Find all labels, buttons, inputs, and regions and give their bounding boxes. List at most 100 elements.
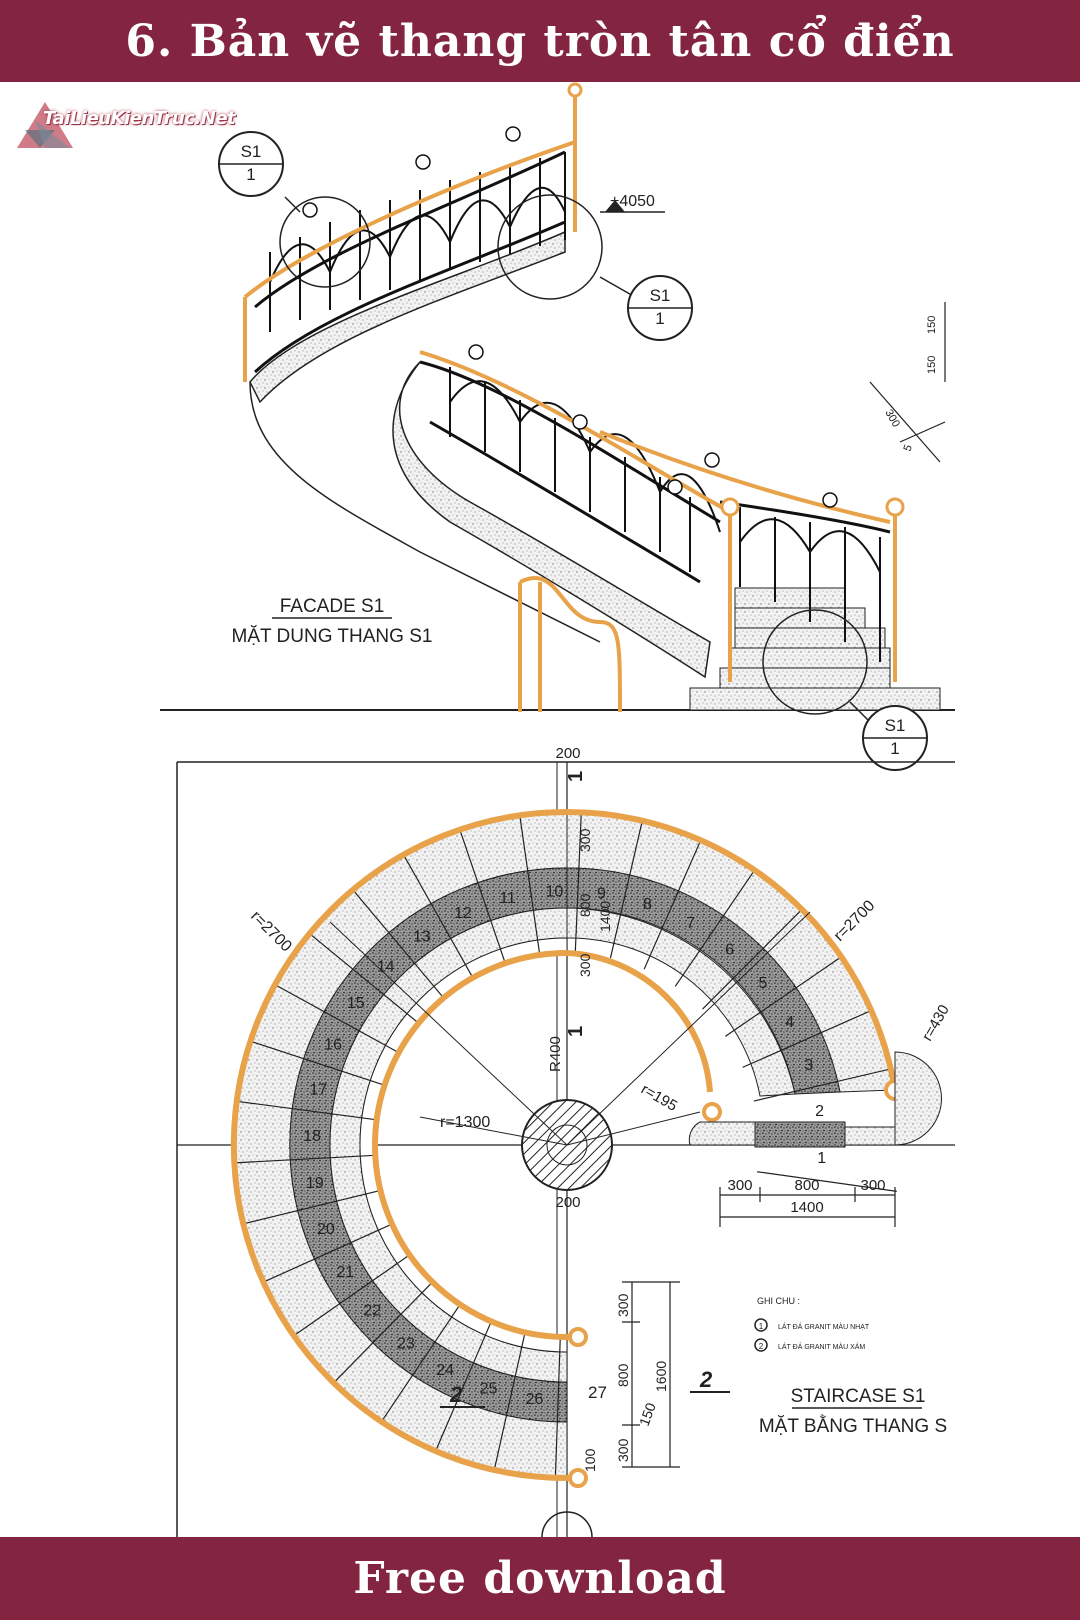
plan-vdim-1: 300 [577,828,593,852]
plan-subtitle: MẶT BẰNG THANG S [759,1415,947,1437]
plan-right-dims [622,1281,680,1468]
step-line [309,933,419,1024]
header-banner: 6. Bản vẽ thang tròn tân cổ điển [0,0,1080,82]
step-number: 3 [804,1057,813,1074]
step-number: 15 [347,995,365,1012]
step-number: 14 [377,959,395,976]
facade-dim-4: 5 [902,443,915,453]
facade-title: FACADE S1 [280,596,385,617]
legend-mark-2: 2 [759,1342,764,1351]
plan-title: STAIRCASE S1 [791,1386,926,1407]
plan-hdim-total: 1400 [790,1199,823,1216]
step-line [742,1009,872,1068]
facade-steps [689,587,941,711]
step-line [236,1100,377,1121]
plan-rdim-total: 1600 [653,1361,669,1392]
step-number: 24 [436,1362,454,1379]
step-number: 17 [309,1081,327,1098]
step-number: 1 [817,1150,826,1167]
step-number: 12 [454,905,472,922]
upper-stringer [249,230,566,404]
step-number: 13 [413,928,431,945]
step-number: 26 [526,1391,544,1408]
step-line [274,984,399,1054]
elevation-text: +4050 [610,193,655,210]
section-mark-center: 1 [565,1026,587,1037]
step-number: 21 [336,1264,354,1281]
step-line [403,854,474,978]
section-mark-left: 2 [449,1382,463,1407]
lower-stringer [392,361,711,679]
step-line [333,1281,433,1384]
step-line [293,1254,410,1337]
step-number: 6 [725,942,734,959]
step-line [753,1068,892,1102]
callout-s1-a: S1 1 [218,131,284,197]
step-number: 9 [597,885,606,902]
step-numbers: 1234567891011121314151617181920212223242… [303,883,826,1408]
callout-s1-c: S1 1 [862,705,928,771]
step-line [250,1040,385,1086]
radius-outer-left: r=2700 [247,908,295,956]
step-number: 23 [397,1336,415,1353]
section-mark-right: 2 [699,1367,713,1392]
step-line [674,869,756,987]
callout-s1-a-top: S1 [241,142,262,161]
legend-text-1: LÁT ĐÁ GRANIT MÀU NHẠT [778,1322,870,1331]
callout-s1-c-bottom: 1 [890,739,899,758]
facade-dim-2: 150 [926,356,938,374]
radius-outer-right: r=2700 [831,897,879,945]
plan-dim-top: 200 [555,745,580,762]
step-number: 4 [785,1014,794,1031]
plan-rdim-1: 300 [615,1293,631,1317]
callout-s1-a-bottom: 1 [246,165,255,184]
step-line [724,956,842,1037]
step-number: 8 [643,896,652,913]
watermark-text: TaiLieuKienTruc.Net [43,108,236,129]
upper-balusters [253,150,566,374]
plan-rdim-3: 300 [615,1438,631,1462]
step-number: 10 [545,883,563,900]
step-number: 18 [303,1128,321,1145]
radius-inner: r=1300 [440,1114,490,1131]
step-line [643,839,702,970]
step-number: 20 [317,1221,335,1238]
step-line [757,1171,897,1192]
plan-bottom-dims [719,1187,896,1227]
step-number: 5 [759,975,768,992]
legend-text-2: LÁT ĐÁ GRANIT MÀU XÁM [778,1342,865,1351]
step-line [234,1154,376,1164]
staircase-drawing: S1 1 S1 1 S1 1 +4050 150 150 300 [160,82,955,1537]
callout-s1-b-top: S1 [650,286,671,305]
plan-dim-100: 100 [582,1448,598,1472]
legend-mark-1: 1 [759,1322,764,1331]
plan-view: 1234567891011121314151617181920212223242… [176,745,955,1537]
plan-vdim-3: 1400 [597,901,613,932]
step-number: 22 [363,1303,381,1320]
facade-dim-1: 150 [926,316,938,334]
plan-vdim-2: 800 [577,893,593,917]
step-number: 7 [686,915,695,932]
step-line [554,1336,561,1478]
step-number: 16 [324,1036,342,1053]
plan-rails [231,809,898,1481]
step-line [263,1223,393,1283]
page-title: 6. Bản vẽ thang tròn tân cổ điển [125,15,955,67]
plan-dim-150: 150 [636,1400,659,1428]
step-line [702,908,803,1010]
step-line [493,1332,526,1471]
facade-view: S1 1 S1 1 S1 1 +4050 150 150 300 [160,82,955,771]
step-number: 11 [499,890,516,907]
radius-guides [329,911,811,1146]
plan-start-steps [688,1051,942,1148]
radius-end: r=430 [919,1002,953,1044]
footer-banner[interactable]: Free download [0,1537,1080,1620]
step-number: 25 [480,1381,498,1398]
step-line [352,889,445,999]
free-download-label[interactable]: Free download [353,1553,727,1604]
plan-rdim-2: 800 [615,1363,631,1387]
step-number: 19 [306,1175,324,1192]
callout-s1-b-bottom: 1 [655,309,664,328]
plan-vdim-4: 300 [577,953,593,977]
facade-dim-3: 300 [882,408,902,430]
